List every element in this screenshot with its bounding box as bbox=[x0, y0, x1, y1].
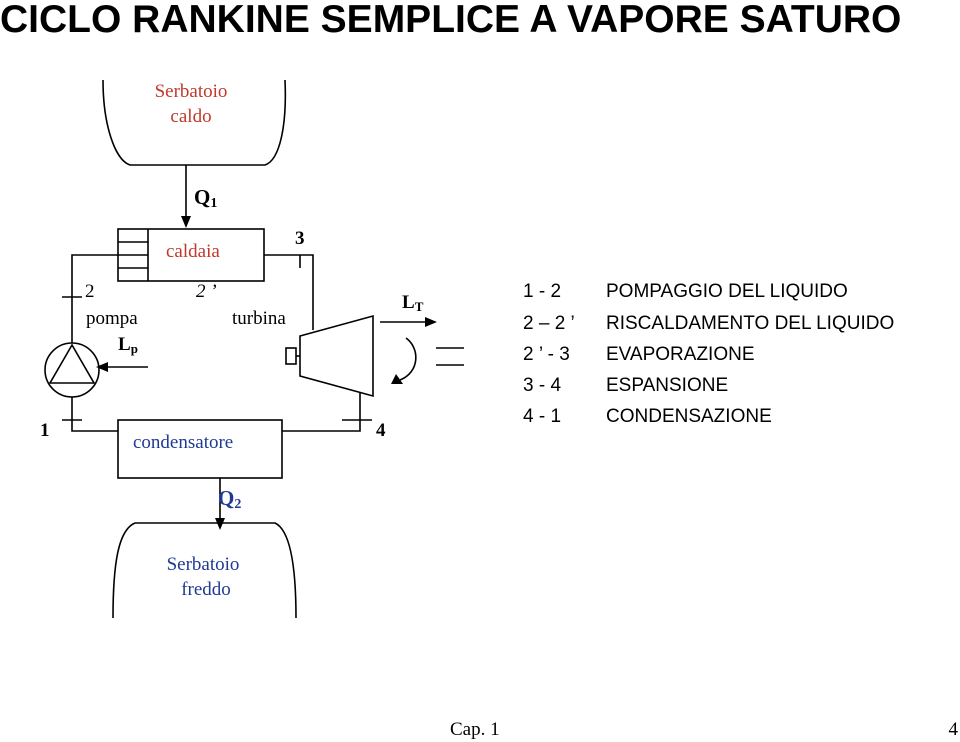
point-3-label: 3 bbox=[295, 228, 305, 249]
rotation-arc bbox=[399, 337, 417, 381]
legend-step: 4 - 1 bbox=[523, 406, 561, 427]
hot-reservoir-shape bbox=[102, 79, 287, 166]
turbine-shape bbox=[299, 314, 374, 398]
point-4-label: 4 bbox=[376, 420, 386, 441]
point-2-label: 2 bbox=[85, 281, 95, 302]
q1-label: Q1 bbox=[194, 185, 217, 211]
footer-page-number: 4 bbox=[949, 719, 959, 740]
lp-label: Lp bbox=[118, 334, 138, 356]
legend-desc: CONDENSAZIONE bbox=[606, 406, 772, 427]
pump-triangle bbox=[48, 343, 96, 384]
legend-step: 1 - 2 bbox=[523, 281, 561, 302]
pump-circle bbox=[44, 342, 100, 398]
point-2p-label: 2 ’ bbox=[196, 281, 217, 302]
cold-reservoir-label-1: Serbatoio bbox=[167, 554, 240, 575]
point-1-label: 1 bbox=[40, 420, 50, 441]
legend-desc: POMPAGGIO DEL LIQUIDO bbox=[606, 281, 848, 302]
turbine-label: turbina bbox=[232, 308, 286, 329]
process-legend: 1 - 2 POMPAGGIO DEL LIQUIDO 2 – 2 ’ RISC… bbox=[523, 281, 894, 427]
footer-chapter: Cap. 1 bbox=[450, 719, 500, 740]
legend-step: 2 ’ - 3 bbox=[523, 344, 570, 365]
legend-desc: EVAPORAZIONE bbox=[606, 344, 755, 365]
pipe-pump-boiler bbox=[71, 254, 118, 343]
cold-reservoir-label-2: freddo bbox=[181, 579, 231, 600]
hot-reservoir-label-1: Serbatoio bbox=[155, 81, 228, 102]
legend-desc: ESPANSIONE bbox=[606, 375, 728, 396]
boiler-label: caldaia bbox=[166, 241, 220, 262]
condenser-box bbox=[117, 419, 283, 479]
legend-step: 3 - 4 bbox=[523, 375, 561, 396]
turbine-shaft-stub bbox=[285, 347, 297, 365]
cold-reservoir-shape bbox=[112, 522, 297, 619]
hot-reservoir-label-2: caldo bbox=[170, 106, 211, 127]
pipe-pump-condenser bbox=[71, 397, 118, 432]
legend-desc: RISCALDAMENTO DEL LIQUIDO bbox=[606, 313, 894, 334]
pump-label: pompa bbox=[86, 308, 138, 329]
condenser-label: condensatore bbox=[133, 432, 233, 453]
pipe-boiler-turbine bbox=[264, 254, 314, 330]
pipe-turbine-condenser bbox=[282, 392, 361, 432]
q2-label: Q2 bbox=[218, 486, 241, 512]
legend-step: 2 – 2 ’ bbox=[523, 313, 575, 334]
page-title: CICLO RANKINE SEMPLICE A VAPORE SATURO bbox=[0, 0, 902, 41]
lt-label: LT bbox=[402, 292, 424, 314]
